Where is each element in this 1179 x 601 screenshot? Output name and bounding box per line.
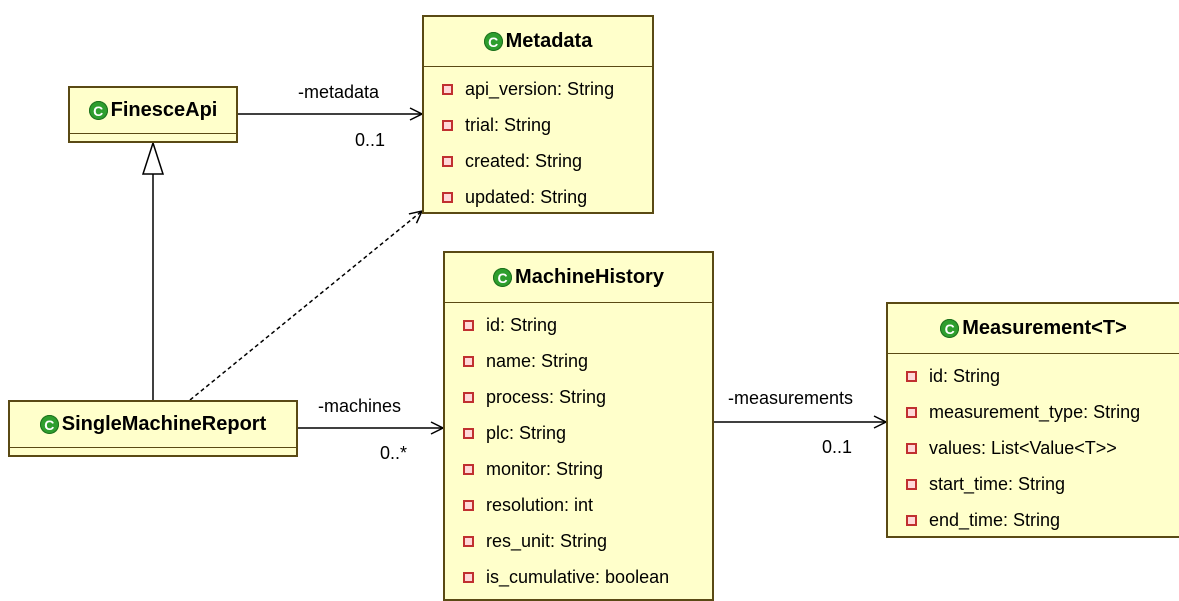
dependency-metadata — [189, 211, 422, 401]
private-field-icon — [463, 391, 474, 403]
private-field-icon — [463, 355, 474, 367]
class-finesceapi-header: C FinesceApi — [70, 88, 236, 134]
attribute-row: api_version: String — [424, 71, 652, 107]
attribute-text: process: String — [486, 386, 607, 407]
attribute-text: id: String — [929, 365, 1001, 386]
private-field-icon — [906, 442, 917, 454]
class-machinehistory-name: MachineHistory — [515, 266, 664, 288]
private-field-icon — [906, 406, 917, 418]
private-field-icon — [463, 571, 474, 583]
role-label-metadata: -metadata — [298, 82, 380, 102]
attribute-text: monitor: String — [486, 458, 604, 479]
class-metadata[interactable]: C Metadata api_version: String trial: St… — [422, 15, 654, 214]
attribute-row: is_cumulative: boolean — [445, 559, 712, 595]
attribute-row: id: String — [445, 307, 712, 343]
class-machinehistory[interactable]: C MachineHistory id: String name: String… — [443, 251, 714, 601]
attribute-row: process: String — [445, 379, 712, 415]
private-field-icon — [906, 514, 917, 526]
class-singlemachinereport-name: SingleMachineReport — [61, 413, 267, 435]
class-singlemachinereport-header: C SingleMachineReport — [10, 402, 296, 448]
attribute-text: api_version: String — [465, 78, 615, 99]
private-field-icon — [463, 319, 474, 331]
private-field-icon — [463, 427, 474, 439]
class-machinehistory-attributes: id: String name: String process: String … — [445, 303, 712, 595]
class-icon: C — [39, 415, 59, 434]
class-measurement-name: Measurement<T> — [962, 317, 1127, 339]
role-label-machines: -machines — [318, 396, 402, 416]
class-icon: C — [940, 319, 960, 338]
private-field-icon — [442, 83, 453, 95]
attribute-row: resolution: int — [445, 487, 712, 523]
class-singlemachinereport[interactable]: C SingleMachineReport — [8, 400, 298, 457]
attribute-text: values: List<Value<T>> — [929, 437, 1117, 458]
attribute-text: created: String — [465, 150, 583, 171]
class-metadata-attributes: api_version: String trial: String create… — [424, 67, 652, 215]
attribute-row: name: String — [445, 343, 712, 379]
attribute-text: id: String — [486, 314, 558, 335]
attribute-row: updated: String — [424, 179, 652, 215]
class-machinehistory-header: C MachineHistory — [445, 253, 712, 303]
generalization-arrowhead — [141, 140, 165, 175]
private-field-icon — [442, 119, 453, 131]
role-label-measurements: -measurements — [728, 388, 854, 408]
class-icon: C — [493, 268, 513, 287]
attribute-text: name: String — [486, 350, 589, 371]
class-finesceapi-name: FinesceApi — [110, 99, 218, 121]
attribute-text: start_time: String — [929, 473, 1066, 494]
class-measurement-attributes: id: String measurement_type: String valu… — [888, 354, 1179, 538]
multiplicity-label-machines: 0..* — [380, 443, 408, 463]
attribute-text: trial: String — [465, 114, 552, 135]
class-icon: C — [88, 101, 108, 120]
attribute-text: updated: String — [465, 186, 588, 207]
private-field-icon — [906, 478, 917, 490]
attribute-row: monitor: String — [445, 451, 712, 487]
attribute-row: res_unit: String — [445, 523, 712, 559]
attribute-text: plc: String — [486, 422, 567, 443]
multiplicity-label-measurements: 0..1 — [822, 437, 853, 457]
attribute-row: values: List<Value<T>> — [888, 430, 1179, 466]
attribute-row: end_time: String — [888, 502, 1179, 538]
private-field-icon — [463, 535, 474, 547]
attribute-text: measurement_type: String — [929, 401, 1141, 422]
private-field-icon — [463, 463, 474, 475]
private-field-icon — [442, 155, 453, 167]
attribute-row: measurement_type: String — [888, 394, 1179, 430]
private-field-icon — [442, 191, 453, 203]
class-icon: C — [483, 32, 503, 51]
private-field-icon — [463, 499, 474, 511]
attribute-text: res_unit: String — [486, 530, 608, 551]
class-finesceapi[interactable]: C FinesceApi — [68, 86, 238, 143]
multiplicity-label-metadata: 0..1 — [355, 130, 386, 150]
attribute-row: id: String — [888, 358, 1179, 394]
attribute-text: end_time: String — [929, 509, 1061, 530]
attribute-text: is_cumulative: boolean — [486, 566, 670, 587]
class-metadata-name: Metadata — [505, 30, 593, 52]
attribute-row: start_time: String — [888, 466, 1179, 502]
private-field-icon — [906, 370, 917, 382]
class-measurement-header: C Measurement<T> — [888, 304, 1179, 354]
attribute-row: created: String — [424, 143, 652, 179]
class-measurement[interactable]: C Measurement<T> id: String measurement_… — [886, 302, 1179, 538]
class-metadata-header: C Metadata — [424, 17, 652, 67]
attribute-text: resolution: int — [486, 494, 594, 515]
attribute-row: trial: String — [424, 107, 652, 143]
attribute-row: plc: String — [445, 415, 712, 451]
